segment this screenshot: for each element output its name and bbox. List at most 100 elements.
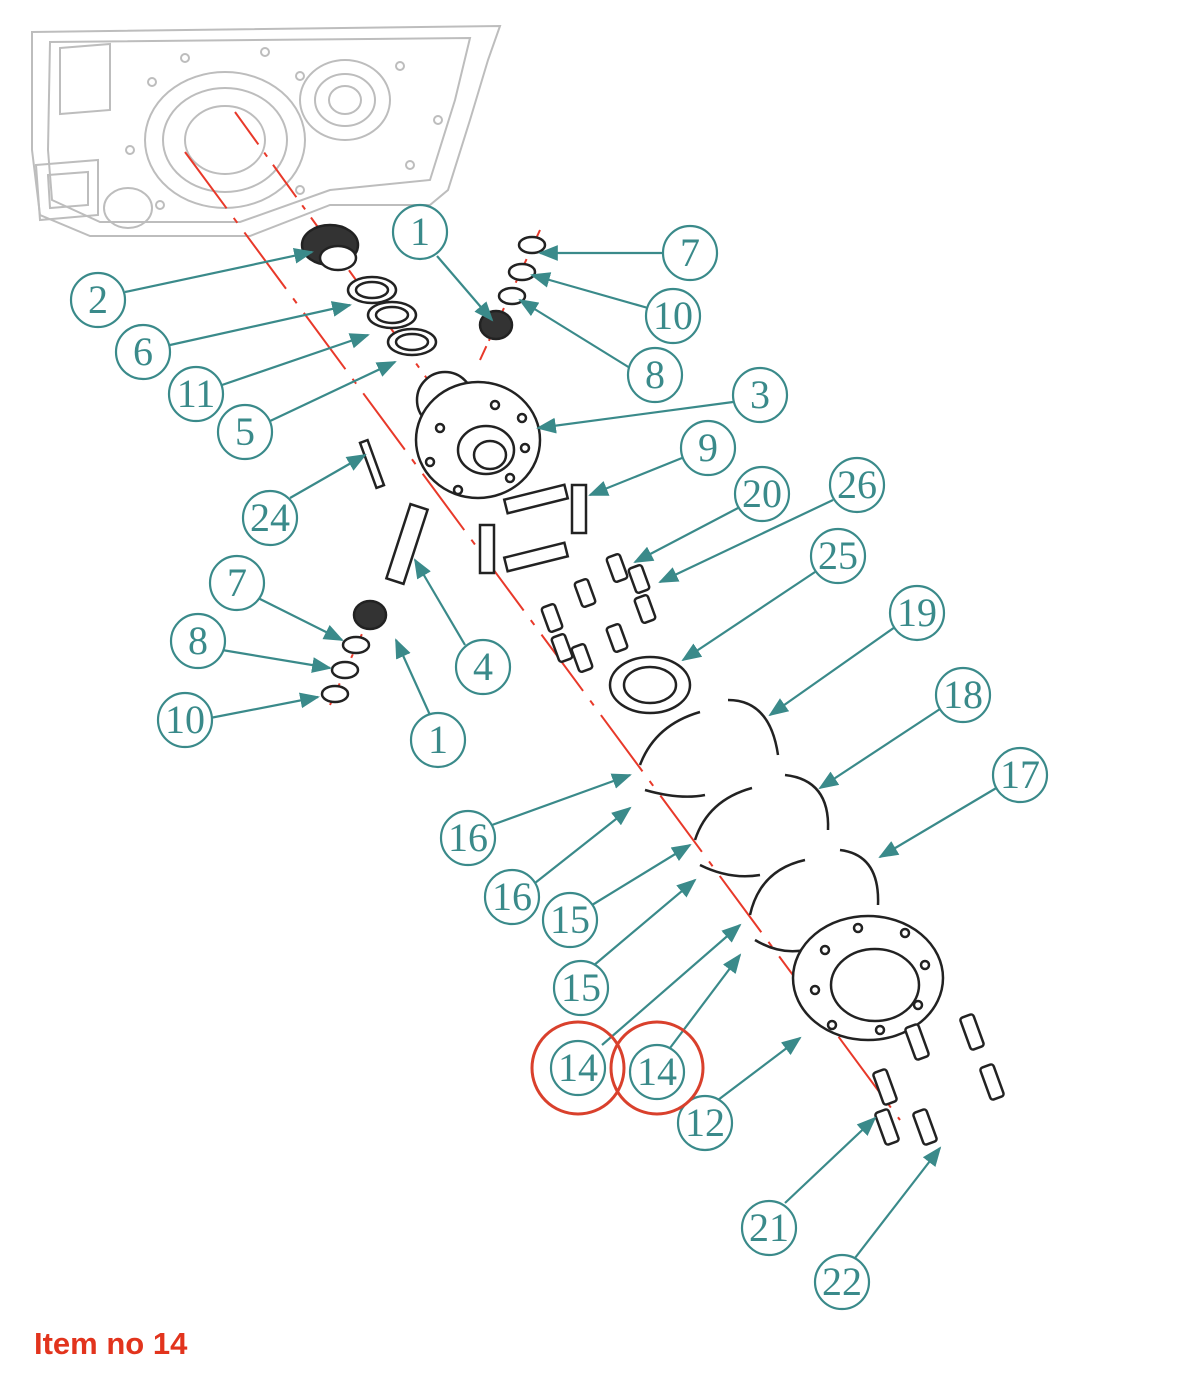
leader-line-4 (413, 558, 466, 646)
highlight-ring-right (609, 1020, 705, 1116)
callout-circle (391, 203, 449, 261)
callout-circle (216, 403, 274, 461)
callout-15: 15 (552, 959, 610, 1017)
leader-line-12 (717, 1036, 802, 1101)
callout-number: 26 (837, 462, 877, 507)
callout-number: 5 (235, 409, 255, 454)
callout-number: 10 (165, 697, 205, 742)
callout-number: 1 (428, 717, 448, 762)
callout-number: 10 (653, 293, 693, 338)
transmission-housing (31, 24, 502, 237)
leader-line-22 (854, 1146, 942, 1259)
callout-9: 9 (679, 419, 737, 477)
part-pinion-1-bottom (352, 599, 388, 631)
callout-number: 20 (742, 471, 782, 516)
callout-circle (541, 891, 599, 949)
part-bolts-21-22 (872, 1013, 1005, 1146)
callout-11: 11 (167, 365, 225, 423)
callout-circle (169, 612, 227, 670)
callout-2: 2 (69, 271, 127, 329)
callout-circle (552, 959, 610, 1017)
leader-line-25 (681, 571, 816, 662)
callout-16: 16 (439, 809, 497, 867)
callout-1: 1 (409, 711, 467, 769)
callout-number: 16 (448, 815, 488, 860)
parts (300, 223, 1005, 1146)
callout-number: 9 (698, 425, 718, 470)
part-shim-14a (748, 858, 806, 916)
callout-16: 16 (483, 868, 541, 926)
callout-number: 11 (177, 371, 216, 416)
leader-line-1 (436, 255, 494, 322)
leader-line-14 (669, 953, 742, 1049)
callout-10: 10 (156, 691, 214, 749)
callout-18: 18 (934, 666, 992, 724)
callout-circle (483, 868, 541, 926)
part-washer-8-bottom (330, 660, 360, 680)
leader-line-8 (221, 648, 332, 673)
leader-line-9 (588, 456, 683, 497)
callout-17: 17 (991, 746, 1049, 804)
callout-3: 3 (731, 366, 789, 424)
part-plates-9 (478, 483, 588, 575)
callout-circle (114, 323, 172, 381)
callout-number: 3 (750, 372, 770, 417)
callout-circle (809, 527, 867, 585)
callout-circle (828, 456, 886, 514)
callout-12: 12 (676, 1094, 734, 1152)
callout-circle (69, 271, 127, 329)
callout-circle (549, 1039, 607, 1097)
leader-line-1 (394, 638, 432, 716)
part-side-gear-top (300, 223, 360, 272)
callout-4: 4 (454, 638, 512, 696)
callout-number: 7 (680, 230, 700, 275)
part-bolts-20-26 (540, 552, 657, 674)
callout-circle (740, 1199, 798, 1257)
callout-circle (813, 1253, 871, 1311)
callout-20: 20 (733, 465, 791, 523)
leader-line-15 (592, 878, 697, 967)
callout-1: 1 (391, 203, 449, 261)
callout-15: 15 (541, 891, 599, 949)
callout-5: 5 (216, 403, 274, 461)
callout-circle (439, 809, 497, 867)
callout-number: 14 (637, 1049, 677, 1094)
callout-circle (167, 365, 225, 423)
leader-line-7 (257, 597, 344, 641)
part-flange-12 (791, 914, 945, 1042)
callout-circle (644, 287, 702, 345)
callout-number: 24 (250, 495, 290, 540)
leader-line-5 (267, 361, 397, 423)
callout-circle (409, 711, 467, 769)
callout-number: 2 (88, 277, 108, 322)
leader-line-11 (221, 333, 370, 387)
callout-14: 14 (549, 1039, 607, 1097)
callout-number: 15 (550, 897, 590, 942)
leader-lines (124, 245, 999, 1259)
item-14-highlight (530, 1020, 705, 1116)
callout-number: 12 (685, 1100, 725, 1145)
leader-line-24 (289, 454, 367, 499)
part-washer-10-bottom (320, 684, 350, 704)
part-washer-10-top (507, 262, 537, 282)
part-bearing-25 (608, 655, 692, 715)
callout-number: 21 (749, 1205, 789, 1250)
part-pin-24 (358, 438, 386, 490)
callout-25: 25 (809, 527, 867, 585)
callout-19: 19 (888, 584, 946, 642)
part-pinion-1-top (478, 309, 514, 341)
callout-22: 22 (813, 1253, 871, 1311)
caption-item-no: Item no 14 (34, 1326, 188, 1361)
callout-number: 22 (822, 1259, 862, 1304)
callout-26: 26 (828, 456, 886, 514)
callout-number: 17 (1000, 752, 1040, 797)
callout-number: 15 (561, 965, 601, 1010)
part-shim-18 (784, 773, 830, 831)
callout-circle (733, 465, 791, 523)
part-shim-19 (727, 698, 780, 756)
callout-7: 7 (661, 224, 719, 282)
leader-line-20 (633, 507, 739, 563)
leader-line-2 (124, 247, 314, 294)
leader-line-14 (601, 923, 742, 1046)
leader-line-3 (536, 400, 734, 434)
